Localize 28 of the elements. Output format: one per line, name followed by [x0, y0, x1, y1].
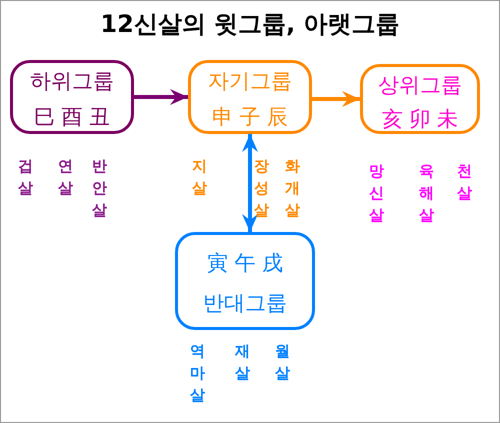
group-box: [188, 60, 312, 134]
group-label: 하위그룹: [29, 68, 115, 95]
group-box: [175, 232, 315, 330]
group-label: 亥 卯 未: [380, 106, 460, 133]
vertical-label: 월살: [275, 341, 291, 384]
arrow: [134, 89, 188, 105]
group-label: 자기그룹: [207, 68, 293, 95]
vertical-label: 천살: [457, 161, 473, 204]
group-label: 寅 午 戌: [206, 250, 284, 277]
vertical-label: 재살: [235, 341, 251, 384]
vertical-label: 장성살: [254, 156, 270, 221]
double-arrow: [242, 134, 258, 232]
arrow: [312, 91, 360, 107]
vertical-label: 역마살: [190, 341, 206, 406]
group-box: [360, 64, 480, 134]
group-label: 상위그룹: [377, 72, 463, 99]
vertical-label: 화개살: [285, 156, 301, 221]
group-box: [10, 60, 134, 134]
vertical-label: 육해살: [419, 161, 435, 226]
vertical-label: 반안살: [92, 156, 108, 221]
group-label: 巳 酉 丑: [32, 104, 112, 131]
group-label: 申 子 辰: [210, 104, 290, 131]
title: 12신살의 윗그룹, 아랫그룹: [99, 9, 401, 40]
vertical-label: 지살: [192, 156, 208, 199]
vertical-label: 망신살: [369, 161, 385, 226]
vertical-label: 연살: [58, 156, 74, 199]
vertical-label: 겁살: [18, 156, 34, 199]
group-label: 반대그룹: [202, 290, 288, 317]
